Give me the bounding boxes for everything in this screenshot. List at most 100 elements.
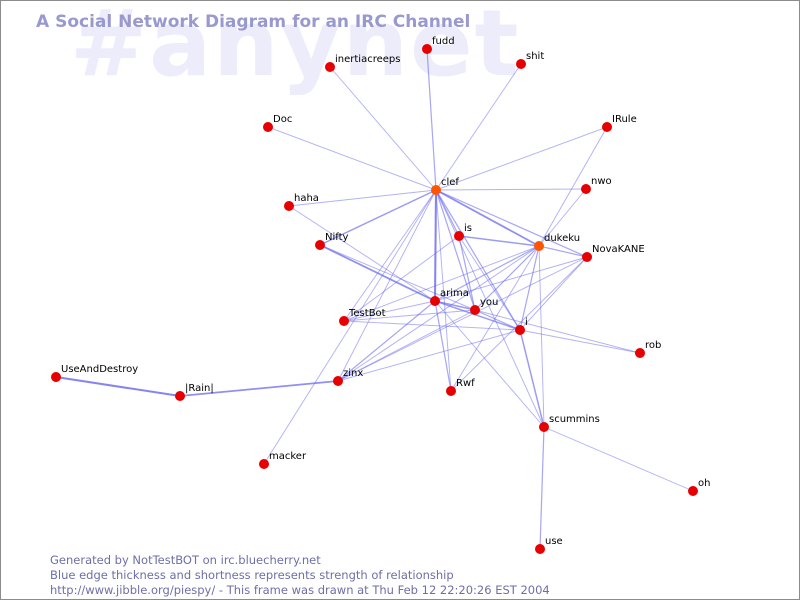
edge-clef-i (435, 189, 521, 331)
node-label: rob (645, 340, 661, 351)
edge-clef-shit (435, 63, 522, 191)
node-you: you (470, 297, 498, 315)
edge-scummins-oh (543, 426, 694, 492)
edge-clef-nwo (435, 188, 587, 191)
node-dot (516, 59, 526, 69)
edge-clef-Rwf (435, 189, 452, 392)
node-dot (315, 240, 325, 250)
node-zinx: zinx (333, 368, 363, 386)
edge-i-scummins (519, 329, 545, 428)
edge-clef-haha (288, 189, 437, 207)
edge-is-TestBot (343, 235, 460, 322)
edge-NovaKANE-zinx (337, 256, 588, 382)
node-label: is (464, 223, 472, 234)
node-label: clef (441, 177, 459, 188)
node-label: macker (269, 451, 307, 462)
node-label: IRule (612, 114, 637, 125)
node-clef: clef (431, 177, 459, 195)
edge-dukeku-arima (434, 245, 540, 302)
node-macker: macker (259, 451, 307, 469)
node-dot (284, 201, 294, 211)
node-arima: arima (430, 288, 469, 306)
node-label: scummins (549, 414, 600, 425)
edge-clef-IRule (435, 126, 608, 191)
edge-clef-Nifty (319, 189, 437, 246)
node-dot (430, 296, 440, 306)
edge-clef-fudd (426, 48, 437, 191)
node-dot (431, 185, 441, 195)
node-label: UseAndDestroy (61, 364, 138, 375)
edge-dukeku-IRule (538, 126, 608, 247)
node-haha: haha (284, 193, 319, 211)
edge-clef-inertiacreeps (329, 66, 437, 191)
node-dot (339, 316, 349, 326)
edge-i-zinx (337, 329, 521, 382)
edge-clef-scummins (435, 189, 545, 428)
node-oh: oh (688, 478, 710, 496)
node-label: dukeku (544, 233, 580, 244)
edge-clef-macker (263, 189, 437, 465)
edge-i-rob (519, 329, 641, 354)
edge-you-rob (474, 309, 641, 354)
node-label: use (545, 536, 563, 547)
node-label: nwo (591, 176, 612, 187)
node-label: Rwf (456, 378, 475, 389)
footer-line-legend: Blue edge thickness and shortness repres… (50, 568, 454, 582)
node-dot (175, 391, 185, 401)
node-dot (454, 231, 464, 241)
node-NovaKANE: NovaKANE (582, 244, 645, 262)
node-dot (263, 122, 273, 132)
node-nwo: nwo (581, 176, 612, 194)
node-dot (515, 325, 525, 335)
node-dot (581, 184, 591, 194)
edge-clef-arima (433, 189, 438, 302)
node-TestBot: TestBot (339, 308, 386, 326)
node-dot (470, 305, 480, 315)
node-Rain: |Rain| (175, 383, 214, 401)
edge-clef-you (435, 189, 476, 311)
edge-arima-i (434, 300, 521, 331)
node-scummins: scummins (539, 414, 600, 432)
node-label: Doc (273, 114, 292, 125)
edge-is-you (458, 235, 476, 311)
edge-haha-arima (288, 205, 436, 302)
diagram-title: A Social Network Diagram for an IRC Chan… (36, 12, 471, 32)
node-label: Nifty (325, 232, 349, 243)
edge-layer (55, 48, 694, 550)
node-dot (446, 386, 456, 396)
footer-line-url: http://www.jibble.org/piespy/ - This fra… (50, 583, 550, 597)
edge-clef-TestBot (343, 189, 437, 322)
node-fudd: fudd (422, 36, 455, 54)
footer-line-generated: Generated by NotTestBOT on irc.bluecherr… (50, 553, 321, 567)
edge-scummins-use (539, 426, 545, 550)
node-dot (539, 422, 549, 432)
edge-arima-TestBot (343, 300, 436, 322)
node-Rwf: Rwf (446, 378, 475, 396)
edge-dukeku-you (474, 245, 540, 311)
node-dot (688, 486, 698, 496)
edge-dukeku-scummins (538, 245, 545, 428)
edge-Nifty-arima (319, 244, 436, 302)
node-dot (635, 348, 645, 358)
node-dot (582, 252, 592, 262)
node-shit: shit (516, 51, 544, 69)
node-label: haha (294, 193, 319, 204)
edge-clef-Doc (267, 126, 437, 191)
node-label: inertiacreeps (335, 54, 400, 65)
node-label: |Rain| (185, 383, 214, 394)
node-dot (534, 241, 544, 251)
node-label: i (525, 317, 528, 328)
edge-Rain-UseAndDestroy (55, 375, 181, 398)
edge-Nifty-you (319, 244, 476, 311)
node-is: is (454, 223, 472, 241)
node-label: fudd (432, 36, 455, 47)
node-label: arima (440, 288, 469, 299)
node-label: NovaKANE (592, 244, 645, 255)
edge-you-TestBot (343, 309, 476, 322)
edge-clef-dukeku (435, 189, 540, 247)
node-dot (602, 122, 612, 132)
node-i: i (515, 317, 528, 335)
channel-watermark: #anynet (70, 0, 521, 97)
